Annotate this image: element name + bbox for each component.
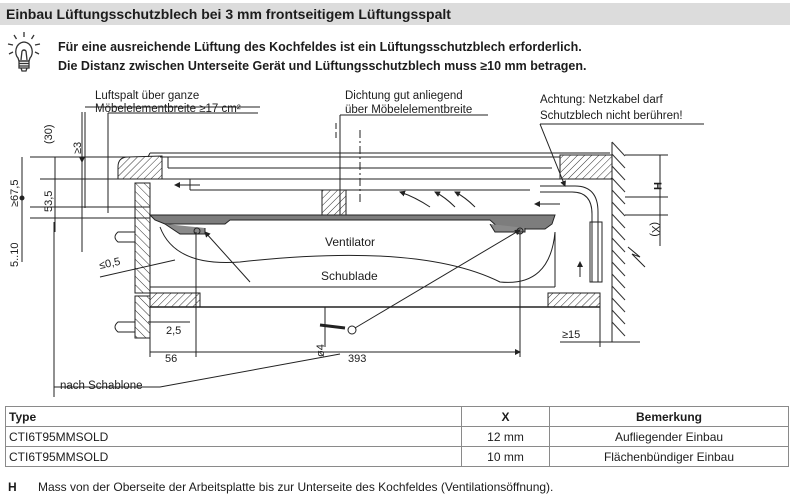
dim-56: 56 (165, 353, 177, 365)
dim-2-5: 2,5 (166, 325, 181, 337)
drawer-front (149, 292, 201, 308)
table-row: CTI6T95MMSOLD 10 mm Flächenbündiger Einb… (5, 446, 789, 467)
cell-type: CTI6T95MMSOLD (5, 426, 462, 447)
dim-H: H (651, 182, 663, 190)
section-title: Einbau Lüftungsschutzblech bei 3 mm fron… (6, 6, 451, 22)
cell-x: 12 mm (461, 426, 550, 447)
seal (321, 189, 347, 217)
dim-0-5: ≤0,5 (98, 256, 121, 272)
screw (319, 323, 346, 330)
dim-67-5: ≥67,5 (9, 180, 21, 207)
hint-line-1: Für eine ausreichende Lüftung des Kochfe… (58, 40, 582, 54)
dim-30: (30) (43, 124, 55, 144)
label-schublade: Schublade (321, 269, 378, 283)
type-table: Type X Bemerkung CTI6T95MMSOLD 12 mm Auf… (5, 406, 789, 467)
hint-line-2: Die Distanz zwischen Unterseite Gerät un… (58, 59, 587, 73)
cell-type: CTI6T95MMSOLD (5, 446, 462, 467)
label-schablone: nach Schablone (60, 380, 142, 392)
col-bemerkung: Bemerkung (549, 406, 789, 427)
dim-15: ≥15 (562, 329, 580, 341)
footnote: H Mass von der Oberseite der Arbeitsplatt… (8, 480, 553, 494)
table-header-row: Type X Bemerkung (5, 406, 789, 427)
cell-bemerkung: Flächenbündiger Einbau (549, 446, 789, 467)
callout-luftspalt-1: Luftspalt über ganze (95, 90, 199, 102)
dim-3: ≥3 (72, 142, 84, 154)
cell-x: 10 mm (461, 446, 550, 467)
power-cable (540, 185, 599, 282)
label-ventilator: Ventilator (325, 235, 375, 249)
cabinet-panel-lower (134, 295, 151, 339)
callout-luftspalt-2: Möbelelementbreite ≥17 cm² (95, 103, 241, 115)
dim-5-10: 5..10 (9, 243, 21, 267)
callout-dichtung-1: Dichtung gut anliegend (345, 90, 463, 102)
callout-dichtung-2: über Möbelelementbreite (345, 104, 472, 116)
dim-4: ø4 (315, 344, 327, 357)
callout-achtung-1: Achtung: Netzkabel darf (540, 94, 664, 106)
dim-X: (X) (649, 222, 661, 237)
callout-achtung-2: Schutzblech nicht berühren! (540, 110, 683, 122)
cabinet-panel-upper (134, 182, 151, 294)
ventilation-shield (148, 214, 556, 230)
dim-53-5: 53,5 (43, 191, 55, 212)
installation-drawing: Luftspalt über ganze Möbelelementbreite … (9, 90, 704, 397)
drawer-right (547, 292, 601, 308)
col-x: X (461, 406, 550, 427)
col-type: Type (5, 406, 462, 427)
footnote-text: Mass von der Oberseite der Arbeitsplatte… (38, 480, 554, 494)
section-header: Einbau Lüftungsschutzblech bei 3 mm fron… (0, 3, 790, 25)
worktop-left (117, 155, 163, 180)
worktop-right (559, 154, 613, 180)
lightbulb-icon (7, 32, 41, 72)
table-row: CTI6T95MMSOLD 12 mm Aufliegender Einbau (5, 426, 789, 447)
dim-393: 393 (348, 353, 366, 365)
footnote-key: H (8, 480, 17, 494)
cell-bemerkung: Aufliegender Einbau (549, 426, 789, 447)
